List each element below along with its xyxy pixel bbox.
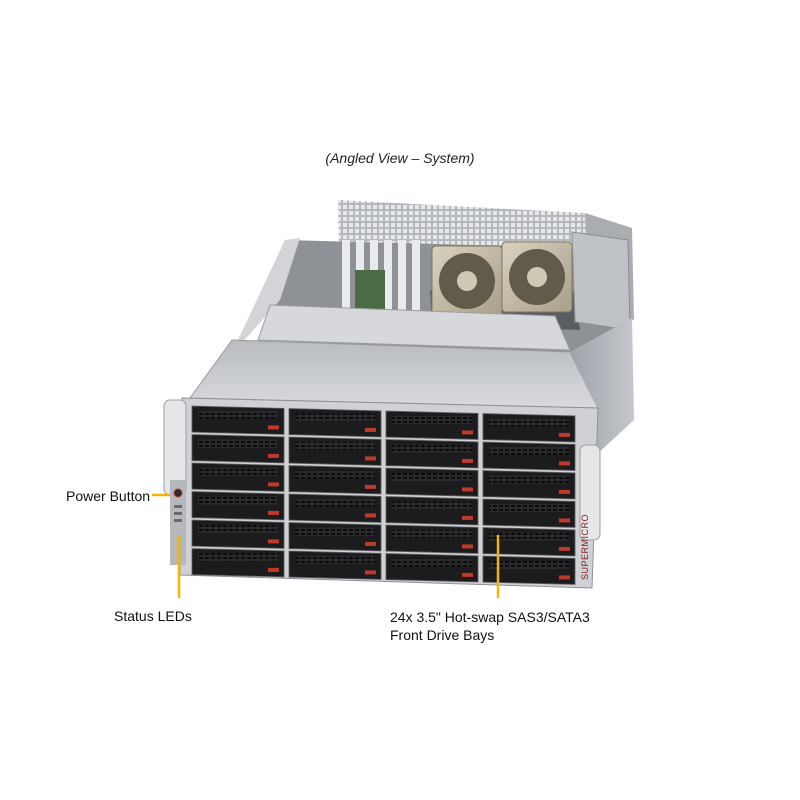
status-led <box>174 519 182 522</box>
cooling-fan-left <box>431 245 503 317</box>
drive-release-tab[interactable] <box>365 484 376 489</box>
drive-release-tab[interactable] <box>462 430 473 435</box>
drive-tray[interactable] <box>482 470 576 500</box>
drive-release-tab[interactable] <box>559 432 570 437</box>
drive-tray-vent <box>295 413 375 422</box>
drive-tray[interactable] <box>288 408 382 438</box>
drive-release-tab[interactable] <box>268 510 279 515</box>
drive-tray[interactable] <box>482 498 576 528</box>
drive-tray-vent <box>489 418 569 427</box>
expansion-slots <box>342 240 420 318</box>
drive-tray-vent <box>295 556 375 565</box>
power-button[interactable] <box>173 488 183 498</box>
brand-logo: SUPERMICRO <box>580 514 590 580</box>
drive-release-tab[interactable] <box>365 427 376 432</box>
drive-tray-vent <box>392 416 472 425</box>
drive-tray-vent <box>489 504 569 513</box>
airflow-shroud <box>257 304 571 351</box>
chassis-right-wall <box>570 318 634 455</box>
drive-tray[interactable] <box>191 491 285 521</box>
figure-caption: (Angled View – System) <box>325 150 475 166</box>
cooling-fan-right <box>501 241 573 313</box>
drive-tray-vent <box>392 444 472 453</box>
drive-tray-vent <box>198 553 278 562</box>
drive-tray[interactable] <box>288 465 382 495</box>
drive-tray-vent <box>295 499 375 508</box>
drive-release-tab[interactable] <box>365 570 376 575</box>
drive-tray-vent <box>198 439 278 448</box>
rack-handle-right <box>579 444 601 541</box>
drive-release-tab[interactable] <box>462 487 473 492</box>
drive-tray[interactable] <box>385 439 479 469</box>
drive-tray-vent <box>392 473 472 482</box>
drive-release-tab[interactable] <box>268 425 279 430</box>
drive-release-tab[interactable] <box>559 546 570 551</box>
drive-tray-vent <box>295 527 375 536</box>
drive-tray[interactable] <box>385 496 479 526</box>
drive-tray-vent <box>392 501 472 510</box>
drive-release-tab[interactable] <box>365 456 376 461</box>
drive-tray-vent <box>295 470 375 479</box>
drive-release-tab[interactable] <box>462 544 473 549</box>
drive-tray-vent <box>392 530 472 539</box>
power-supply-bay <box>571 231 631 331</box>
chassis-left-wall <box>238 238 300 345</box>
drive-tray-vent <box>489 447 569 456</box>
drive-release-tab[interactable] <box>268 539 279 544</box>
drive-release-tab[interactable] <box>268 482 279 487</box>
drive-tray[interactable] <box>191 462 285 492</box>
control-panel <box>170 480 186 565</box>
drive-release-tab[interactable] <box>559 461 570 466</box>
drive-tray[interactable] <box>288 550 382 580</box>
callout-lines <box>152 493 500 598</box>
drive-release-tab[interactable] <box>462 458 473 463</box>
drive-tray[interactable] <box>288 436 382 466</box>
drive-tray[interactable] <box>385 467 479 497</box>
drive-tray-vent <box>198 468 278 477</box>
drive-release-tab[interactable] <box>559 489 570 494</box>
drive-release-tab[interactable] <box>462 572 473 577</box>
drive-bays-label-line1: 24x 3.5" Hot-swap SAS3/SATA3 <box>390 609 590 625</box>
drive-tray-vent <box>198 496 278 505</box>
drive-tray[interactable] <box>385 410 479 440</box>
drive-bays-label-line2: Front Drive Bays <box>390 627 495 643</box>
drive-tray[interactable] <box>191 519 285 549</box>
drive-release-tab[interactable] <box>559 518 570 523</box>
drive-tray-vent <box>295 442 375 451</box>
power-button-label: Power Button <box>66 488 151 504</box>
drive-release-tab[interactable] <box>268 567 279 572</box>
status-leds-label: Status LEDs <box>114 608 192 624</box>
drive-release-tab[interactable] <box>268 453 279 458</box>
drive-tray-vent <box>198 525 278 534</box>
status-led <box>174 512 182 515</box>
drive-tray[interactable] <box>482 441 576 471</box>
drive-tray[interactable] <box>288 522 382 552</box>
drive-release-tab[interactable] <box>559 575 570 580</box>
drive-tray-vent <box>392 558 472 567</box>
drive-tray[interactable] <box>288 493 382 523</box>
front-drive-bays <box>191 405 576 585</box>
drive-release-tab[interactable] <box>462 515 473 520</box>
drive-tray[interactable] <box>191 405 285 435</box>
drive-release-tab[interactable] <box>365 513 376 518</box>
drive-release-tab[interactable] <box>365 541 376 546</box>
drive-tray-vent <box>198 411 278 420</box>
drive-tray[interactable] <box>385 524 479 554</box>
drive-tray[interactable] <box>482 413 576 443</box>
status-led <box>174 505 182 508</box>
drive-tray-vent <box>489 475 569 484</box>
drive-tray-vent <box>489 561 569 570</box>
drive-tray[interactable] <box>385 553 479 583</box>
drive-tray[interactable] <box>191 548 285 578</box>
drive-tray-vent <box>489 532 569 541</box>
drive-tray[interactable] <box>191 434 285 464</box>
